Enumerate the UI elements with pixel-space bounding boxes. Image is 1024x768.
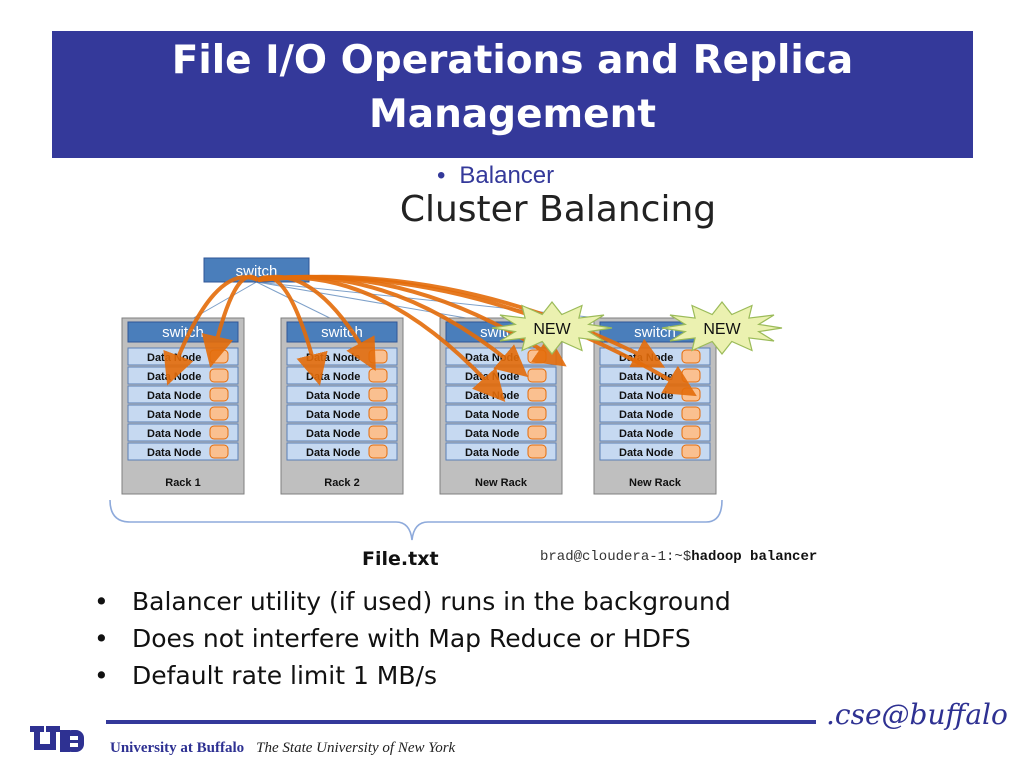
disk-icon xyxy=(681,368,701,383)
point-text: Balancer utility (if used) runs in the b… xyxy=(132,587,731,616)
data-node-label: Data Node xyxy=(147,390,201,402)
list-item: • Does not interfere with Map Reduce or H… xyxy=(94,620,731,657)
data-node-label: Data Node xyxy=(306,390,360,402)
data-node-label: Data Node xyxy=(147,447,201,459)
university-subtitle: The State University of New York xyxy=(256,740,456,756)
balancer-command: brad@cloudera-1:~$hadoop balancer xyxy=(540,549,817,565)
disk-icon xyxy=(368,368,388,383)
rack-label: New Rack xyxy=(629,477,682,489)
replica-arrow xyxy=(257,275,697,397)
title-bar xyxy=(52,31,973,158)
bullet-dot-icon: • xyxy=(94,661,109,690)
data-node-label: Data Node xyxy=(619,447,673,459)
data-node-label: Data Node xyxy=(147,409,201,421)
data-node-label: Data Node xyxy=(147,428,201,440)
link-line xyxy=(256,281,343,325)
new-badges: NEW NEW xyxy=(491,301,783,355)
sub-bullet-text: Balancer xyxy=(459,162,555,189)
rack-label: Rack 1 xyxy=(165,477,200,489)
disk-icon xyxy=(368,387,388,402)
file-label: File.txt xyxy=(362,548,439,570)
footer-line xyxy=(106,720,816,724)
data-node-label: Data Node xyxy=(306,447,360,459)
starburst-shape xyxy=(661,301,783,355)
sub-bullet: • Balancer xyxy=(437,162,554,190)
command-text: hadoop balancer xyxy=(691,549,818,565)
data-node-label: Data Node xyxy=(619,428,673,440)
data-node-label: Data Node xyxy=(465,428,519,440)
disk-icon xyxy=(681,349,701,364)
diagram-title: Cluster Balancing xyxy=(399,189,717,230)
disk-icon xyxy=(368,406,388,421)
new-badge-label: NEW xyxy=(703,321,741,338)
data-node-label: Data Node xyxy=(306,409,360,421)
data-node-label: Data Node xyxy=(147,371,201,383)
disk-icon xyxy=(209,425,229,440)
replica-arrow xyxy=(201,274,260,368)
disk-icon xyxy=(209,368,229,383)
disk-icon xyxy=(209,387,229,402)
data-node-label: Data Node xyxy=(465,409,519,421)
disk-icon xyxy=(527,368,547,383)
rack-switch-label: switch xyxy=(162,324,204,341)
bullet-list: • Balancer utility (if used) runs in the … xyxy=(94,583,731,694)
data-node-label: Data Node xyxy=(465,390,519,402)
link-line xyxy=(256,281,502,325)
data-node-label: Data Node xyxy=(306,428,360,440)
starburst-shape xyxy=(491,301,613,355)
new-badge: NEW xyxy=(661,301,783,355)
command-prompt: brad@cloudera-1:~$ xyxy=(540,549,692,565)
bullet-dot-icon: • xyxy=(94,587,109,616)
bullet-dot-icon: • xyxy=(437,162,446,189)
disk-icon xyxy=(681,444,701,459)
new-badge: NEW xyxy=(491,301,613,355)
disk-icon xyxy=(209,406,229,421)
disk-icon xyxy=(209,444,229,459)
point-text: Default rate limit 1 MB/s xyxy=(132,661,437,690)
bullet-dot-icon: • xyxy=(94,624,109,653)
disk-icon xyxy=(681,406,701,421)
data-node-label: Data Node xyxy=(619,390,673,402)
disk-icon xyxy=(368,425,388,440)
footer-text: University at Buffalo The State Universit… xyxy=(110,740,455,757)
disk-icon xyxy=(681,425,701,440)
curly-brace xyxy=(109,499,723,541)
ub-logo xyxy=(30,726,84,752)
brand-signature: .cse@buffalo xyxy=(826,698,1008,731)
rack-label: Rack 2 xyxy=(324,477,359,489)
disk-icon xyxy=(368,444,388,459)
data-node-label: Data Node xyxy=(306,371,360,383)
new-badge-label: NEW xyxy=(533,321,571,338)
university-name: University at Buffalo xyxy=(110,740,245,756)
replica-arrows xyxy=(163,274,697,402)
slide-title: File I/O Operations and Replica Manageme… xyxy=(171,38,854,137)
data-node-label: Data Node xyxy=(465,447,519,459)
disk-icon xyxy=(527,444,547,459)
data-node-label: Data Node xyxy=(465,371,519,383)
file-brace xyxy=(109,499,723,541)
point-text: Does not interfere with Map Reduce or HD… xyxy=(132,624,691,653)
link-line xyxy=(182,281,257,325)
rack-label: New Rack xyxy=(475,477,528,489)
data-node-label: Data Node xyxy=(619,409,673,421)
disk-icon xyxy=(527,387,547,402)
disk-icon xyxy=(527,406,547,421)
list-item: • Default rate limit 1 MB/s xyxy=(94,657,731,694)
disk-icon xyxy=(527,425,547,440)
list-item: • Balancer utility (if used) runs in the … xyxy=(94,583,731,620)
